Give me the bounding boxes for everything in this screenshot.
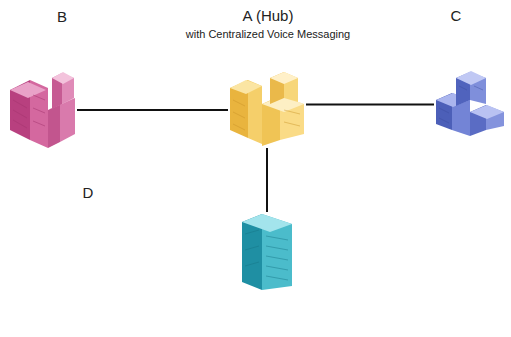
network-link <box>266 148 268 212</box>
site-note: with Centralized Voice Messaging <box>186 28 350 41</box>
site-label: B <box>57 8 67 25</box>
building-b <box>10 72 75 148</box>
site-label: C <box>451 7 462 24</box>
building-node: C <box>434 70 506 138</box>
building-d <box>242 214 292 290</box>
site-label: A (Hub) <box>243 7 294 24</box>
building-node: A (Hub)with Centralized Voice Messaging <box>228 71 306 148</box>
building-a <box>230 72 304 146</box>
building-node: B <box>8 72 77 150</box>
network-link <box>77 109 228 111</box>
network-link <box>306 104 434 106</box>
building-c <box>436 71 504 136</box>
building-node: D <box>240 212 294 292</box>
site-label: D <box>83 184 94 201</box>
